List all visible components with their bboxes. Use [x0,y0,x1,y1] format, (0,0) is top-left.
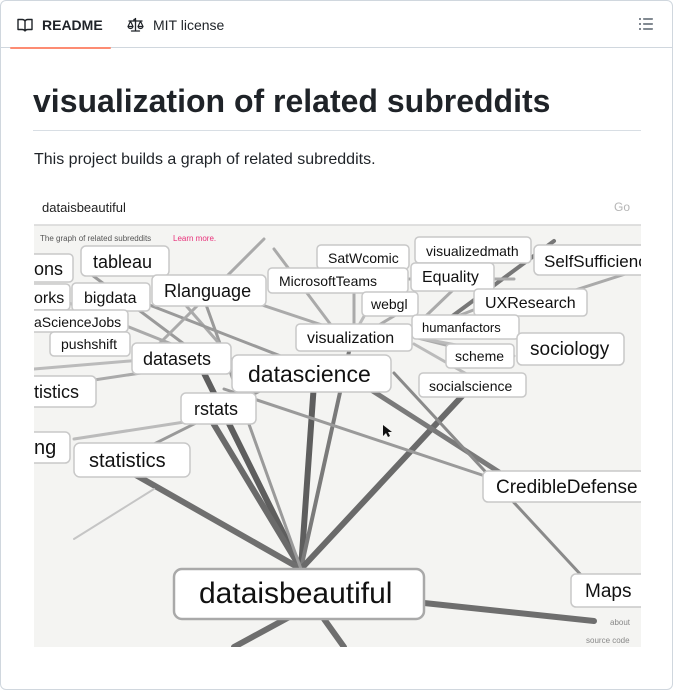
svg-text:ng: ng [34,437,56,459]
svg-text:visualizedmath: visualizedmath [426,243,519,259]
readme-tab-bar: README MIT license [1,1,672,49]
demo-learn-more-link[interactable]: Learn more. [173,234,216,243]
svg-text:SatWcomic: SatWcomic [328,250,399,266]
svg-text:datascience: datascience [248,361,371,387]
node-humanfactors[interactable]: humanfactors [411,314,520,340]
svg-text:visualization: visualization [307,330,394,347]
book-icon [17,18,33,32]
node-statistics[interactable]: statistics [73,442,191,478]
svg-text:tistics: tistics [34,382,79,402]
node-visualizedmath[interactable]: visualizedmath [414,236,532,264]
tab-license-label: MIT license [153,16,225,33]
svg-text:sociology: sociology [530,339,610,360]
node-ng[interactable]: ng [34,431,71,464]
demo-search-bar [34,189,641,225]
node-maps[interactable]: Maps [570,573,641,608]
node-datasciencejobs[interactable]: aScienceJobs [34,309,129,333]
demo-caption: The graph of related subreddits [40,234,151,243]
svg-text:orks: orks [34,290,64,307]
svg-text:statistics: statistics [89,450,166,472]
demo-search-input[interactable]: dataisbeautiful [42,200,126,215]
node-webgl[interactable]: webgl [361,291,419,317]
svg-text:CredibleDefense: CredibleDefense [496,477,638,498]
node-visualization[interactable]: visualization [295,323,413,352]
svg-text:scheme: scheme [455,348,504,364]
demo-source-code-link[interactable]: source code [586,636,630,645]
graph-nodes: ons tableau SatWcomic visualizedmath Sel… [34,236,641,621]
node-tistics[interactable]: tistics [34,375,97,408]
node-rstats[interactable]: rstats [180,392,257,425]
svg-text:aScienceJobs: aScienceJobs [34,314,121,330]
svg-text:Equality: Equality [422,269,479,286]
node-dataisbeautiful[interactable]: dataisbeautiful [172,567,426,621]
tab-license[interactable]: MIT license [127,1,224,48]
node-socialscience[interactable]: socialscience [418,372,527,398]
svg-text:socialscience: socialscience [429,378,512,394]
node-uxresearch[interactable]: UXResearch [473,288,588,317]
svg-text:ons: ons [34,259,63,279]
demo-about-link[interactable]: about [610,618,631,627]
demo-animation-image: dataisbeautiful Go The graph of related … [34,189,641,647]
node-pushshift[interactable]: pushshift [49,331,131,357]
svg-text:Maps: Maps [585,581,631,602]
node-datasets[interactable]: datasets [131,342,232,375]
node-sociology[interactable]: sociology [516,332,625,366]
svg-text:tableau: tableau [93,252,152,272]
outline-menu-button[interactable] [638,16,656,34]
node-tableau[interactable]: tableau [80,245,170,277]
readme-description: This project builds a graph of related s… [34,151,376,168]
node-datascience[interactable]: datascience [231,354,392,393]
svg-text:SelfSufficienc: SelfSufficienc [544,252,641,271]
list-icon [639,18,653,30]
svg-text:rstats: rstats [194,399,238,419]
node-equality[interactable]: Equality [410,262,495,292]
svg-text:bigdata: bigdata [84,290,137,307]
node-scheme[interactable]: scheme [445,343,515,369]
svg-text:dataisbeautiful: dataisbeautiful [199,577,392,610]
law-scale-icon [127,17,144,32]
node-credibledefense[interactable]: CredibleDefense [482,470,641,503]
readme-title: visualization of related subreddits [33,81,641,131]
svg-text:pushshift: pushshift [61,336,117,352]
tab-readme-label: README [42,16,103,33]
svg-text:humanfactors: humanfactors [422,320,501,335]
svg-text:datasets: datasets [143,349,211,369]
node-ons[interactable]: ons [34,253,74,283]
svg-text:MicrosoftTeams: MicrosoftTeams [279,273,377,289]
node-selfsufficiency[interactable]: SelfSufficienc [533,244,641,276]
mouse-cursor-icon [383,425,392,437]
svg-text:Rlanguage: Rlanguage [164,281,251,301]
svg-text:UXResearch: UXResearch [485,295,576,312]
node-rlanguage[interactable]: Rlanguage [151,274,267,307]
related-subreddits-graph: dataisbeautiful Go The graph of related … [34,189,641,647]
svg-text:webgl: webgl [370,296,408,312]
node-orks[interactable]: orks [34,283,71,311]
node-satwcomic[interactable]: SatWcomic [316,244,410,270]
node-microsoftteams[interactable]: MicrosoftTeams [267,267,409,294]
demo-go-button[interactable]: Go [614,200,630,214]
tab-readme[interactable]: README [10,1,111,49]
node-bigdata[interactable]: bigdata [71,282,151,312]
